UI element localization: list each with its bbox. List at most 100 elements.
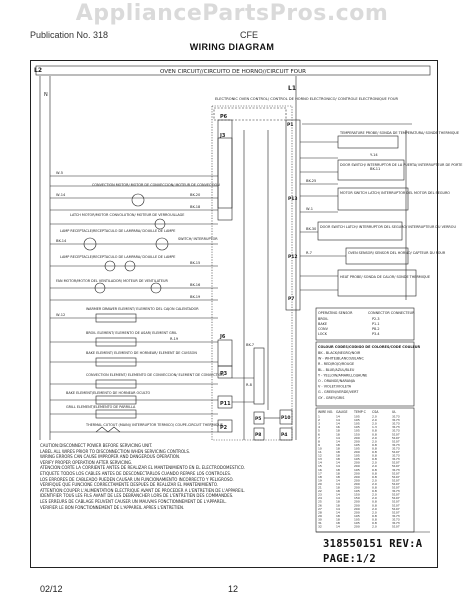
- wire-table-cell: 18: [336, 432, 340, 436]
- wire-table-cell: 150: [354, 496, 360, 500]
- contact-header-1: CONNECTOR CONNECTEUR: [368, 311, 415, 315]
- label-p5: P5: [255, 416, 261, 422]
- wire-table-cell: 105: [354, 415, 360, 419]
- diagram-frame: [30, 60, 438, 568]
- wire-table-cell: 29: [318, 514, 322, 518]
- wire-table-cell: 5107: [392, 503, 400, 507]
- connector-j6: [217, 339, 233, 367]
- wire-table-cell: 14: [336, 415, 340, 419]
- wire-label: W-12: [56, 313, 65, 317]
- wire-table-cell: 5107: [392, 475, 400, 479]
- wire-table-cell: 200: [354, 525, 360, 529]
- connector-p10: [279, 409, 293, 425]
- wire-label: BK-16: [190, 283, 201, 287]
- wire-label: BK-15: [190, 261, 200, 265]
- wire-table-cell: 14: [336, 493, 340, 497]
- broil-label: BROIL ELEMENT/ ELEMENTO DE ASAR/ ELEMENT…: [86, 331, 177, 335]
- wire-table-cell: 16: [318, 468, 322, 472]
- wire-table-cell: 2.0: [372, 525, 377, 529]
- wire-table-cell: 30: [318, 517, 322, 521]
- wire-table-cell: 2.0: [372, 496, 377, 500]
- wire-table-cell: 28: [318, 510, 322, 514]
- wire-table-cell: 5107: [392, 436, 400, 440]
- wire-table-cell: 5: [318, 429, 320, 433]
- wire-table-cell: 17: [318, 471, 322, 475]
- wire-table-cell: 0.8: [372, 517, 377, 521]
- wire-table-cell: 200: [354, 482, 360, 486]
- wire-label: BK-30: [306, 227, 317, 231]
- bake-label: BAKE ELEMENT/ ELEMENTO DE HORNEAR/ ELEME…: [86, 351, 197, 355]
- wire-table-cell: 0.8: [372, 468, 377, 472]
- wire-table-cell: 200: [354, 500, 360, 504]
- warning-line: ATENCION:CORTE LA CORRIENTE ANTES DE REA…: [40, 466, 245, 472]
- wire-table-cell: 15: [318, 464, 322, 468]
- wire-table-cell: 105: [354, 468, 360, 472]
- wire-label: BK-11: [370, 167, 380, 171]
- label-p6: P6: [220, 114, 228, 120]
- wire-label: W-5: [56, 171, 63, 175]
- wire-table-cell: 150: [354, 493, 360, 497]
- wire-table-cell: 18: [336, 521, 340, 525]
- wire-table-cell: 3173: [392, 429, 400, 433]
- wire-table-cell: 23: [318, 493, 322, 497]
- wire-table-cell: 1: [318, 415, 320, 419]
- wire-table-cell: 2.0: [372, 436, 377, 440]
- warning-block: CAUTION:DISCONNECT POWER BEFORE SERVICIN…: [40, 444, 298, 511]
- wire-table-cell: 0.8: [372, 475, 377, 479]
- wire-table-cell: 27: [318, 507, 322, 511]
- wire-table-cell: 2.0: [372, 493, 377, 497]
- label-p11: P11: [220, 401, 231, 407]
- wire-table-cell: 3173: [392, 521, 400, 525]
- connector-p2: [217, 419, 233, 433]
- wire-table-cell: 105: [354, 429, 360, 433]
- wire-table-cell: 14: [336, 496, 340, 500]
- wire-table-cell: 19: [318, 478, 322, 482]
- bake-hidden-label: BAKE ELEMENT/ELEMENTO DE HORNEAR OCULTO: [66, 391, 151, 395]
- footer-date: 02/12: [40, 584, 63, 594]
- wire-table-cell: 105: [354, 422, 360, 426]
- heat-probe-label: HEAT PROBE/ SONDA DE CALOR/ SONDE THERMI…: [340, 275, 430, 279]
- wire-table-cell: 14: [336, 439, 340, 443]
- color-legend-item: V - VIOLET/VIOLETA: [318, 385, 352, 389]
- color-legend-item: GY - GREY/GRIS: [318, 396, 344, 400]
- latch-motor-symbol: [154, 218, 166, 230]
- wire-table-cell: 5107: [392, 450, 400, 454]
- wire-table-cell: 18: [318, 475, 322, 479]
- wire-table-cell: 200: [354, 461, 360, 465]
- lamp-lower-left-symbol: [104, 260, 116, 272]
- wire-table-cell: 18: [336, 475, 340, 479]
- contact-row-sensor: CONV: [318, 327, 329, 331]
- connector-p8: [253, 427, 265, 441]
- wire-table-cell: 11: [318, 450, 322, 454]
- wire-table-cell: 18: [336, 446, 340, 450]
- door-switch-box: [337, 159, 405, 181]
- wire-table-cell: 105: [354, 521, 360, 525]
- lamp-left-label: LAMP RECEPTACLE/RECEPTACULO DE LAMPARA/ …: [60, 229, 175, 233]
- color-legend-item: O - ORANGE/NARANJA: [318, 379, 356, 383]
- wire-table-cell: 105: [354, 517, 360, 521]
- contact-row-connector: P2-3: [372, 317, 380, 321]
- color-legend-title: COLOUR CODES/CODIGO DE COLORES/CODE COUL…: [318, 345, 421, 349]
- terminal-l1: L1: [288, 85, 296, 92]
- wire-label: BK-18: [190, 205, 201, 209]
- wire-table-cell: 0.8: [372, 471, 377, 475]
- wire-table-cell: 3173: [392, 514, 400, 518]
- warning-line: CAUTION:DISCONNECT POWER BEFORE SERVICIN…: [40, 444, 153, 449]
- wire-table-cell: 0.8: [372, 454, 377, 458]
- label-p1: P1: [287, 122, 293, 128]
- label-j6: J6: [219, 334, 226, 340]
- wire-table-cell: 5107: [392, 496, 400, 500]
- contact-row-sensor: LOCK: [318, 332, 328, 336]
- wire-table-cell: 7: [318, 436, 320, 440]
- wire-table-cell: 200: [354, 436, 360, 440]
- color-legend-item: W - WHITE/BLANCO/BLANC: [318, 357, 364, 361]
- wire-table-cell: 5107: [392, 486, 400, 490]
- wire-table-cell: 5107: [392, 432, 400, 436]
- color-legend-item: Y - YELLOW/AMARILLO/JAUNE: [318, 373, 367, 377]
- wire-table-cell: 14: [336, 478, 340, 482]
- color-legend-item: R - RED/ROJO/ROUGE: [318, 362, 354, 366]
- terminal-l2: L2: [34, 67, 42, 74]
- wire-table-cell: 200: [354, 471, 360, 475]
